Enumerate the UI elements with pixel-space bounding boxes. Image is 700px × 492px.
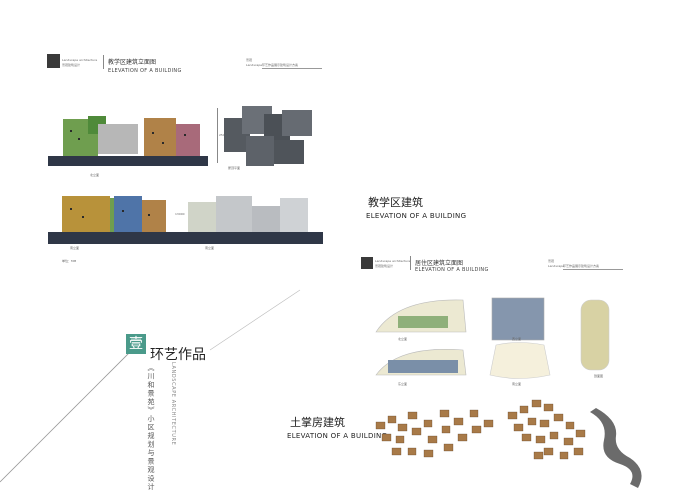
brand-logo-block (47, 54, 60, 68)
header-side-note: 环艺作品展示建筑设计方案 (262, 63, 299, 67)
brand-line-b1: Landscape architecture (375, 259, 411, 263)
header-divider-b (410, 256, 411, 270)
header-side-label: Landscape (246, 63, 263, 67)
earth-section-title: 土掌房建筑 (290, 416, 345, 429)
residence-label-3: 东立面 (398, 382, 408, 386)
teaching-section-subtitle: ELEVATION OF A BUILDING (366, 212, 467, 220)
header-rule-b (563, 269, 623, 270)
residence-drawings (375, 297, 610, 379)
dimension-label: 25000 (219, 133, 229, 137)
header-side-number-b: 景观 (548, 259, 555, 263)
residence-label-1: 北立面 (398, 337, 408, 341)
elevation-south (48, 190, 323, 250)
elevation-south-right-label: 南立面 (205, 246, 215, 250)
brand-line-1: Landscape architecture (62, 58, 98, 62)
header-subtitle-b: ELEVATION OF A BUILDING (415, 267, 489, 273)
elevation-south-left-label: 南立面 (70, 246, 80, 250)
scale-label: 单位：MM (62, 259, 77, 263)
brand-logo-block-b (361, 257, 373, 269)
header-subtitle: ELEVATION OF A BUILDING (108, 68, 182, 74)
works-cn-vertical: 《川和景苑》小区规划与景观设计 (147, 364, 155, 492)
residence-label-2: 西立面 (512, 337, 522, 341)
header-divider (103, 55, 104, 69)
header-side-note-b: 环艺作品展示建筑设计方案 (563, 264, 600, 268)
residence-label-5: 剖面图 (594, 374, 604, 378)
works-badge: 壹 (126, 334, 146, 354)
earth-village-cluster (375, 399, 642, 488)
dimension-line (217, 108, 218, 163)
header-title: 教学区建筑立面图 (108, 59, 157, 66)
teaching-section-title: 教学区建筑 (368, 196, 423, 209)
header-side-number: 景观 (246, 58, 253, 62)
residence-label-4: 南立面 (512, 382, 522, 386)
elevation-north-label: 北立面 (90, 173, 100, 177)
brand-line-2: 景观建筑设计 (62, 63, 81, 67)
header-side-label-b: Landscape (548, 264, 565, 268)
header-rule (262, 68, 322, 69)
roof-plan-label: 屋顶平面 (228, 166, 241, 170)
elevation-south-label: 13000 (175, 212, 185, 216)
brand-line-b2: 景观建筑设计 (375, 264, 394, 268)
header-title-b: 居住区建筑立面图 (415, 260, 464, 267)
works-badge-char: 壹 (129, 336, 143, 352)
earth-section-subtitle: ELEVATION OF A BUILDING (287, 432, 388, 440)
elevation-north (48, 110, 208, 170)
works-en-vertical: LANDSCAPE ARCHITECTURE (170, 362, 176, 446)
works-title: 环艺作品 (150, 347, 206, 363)
roof-plan (224, 106, 314, 168)
